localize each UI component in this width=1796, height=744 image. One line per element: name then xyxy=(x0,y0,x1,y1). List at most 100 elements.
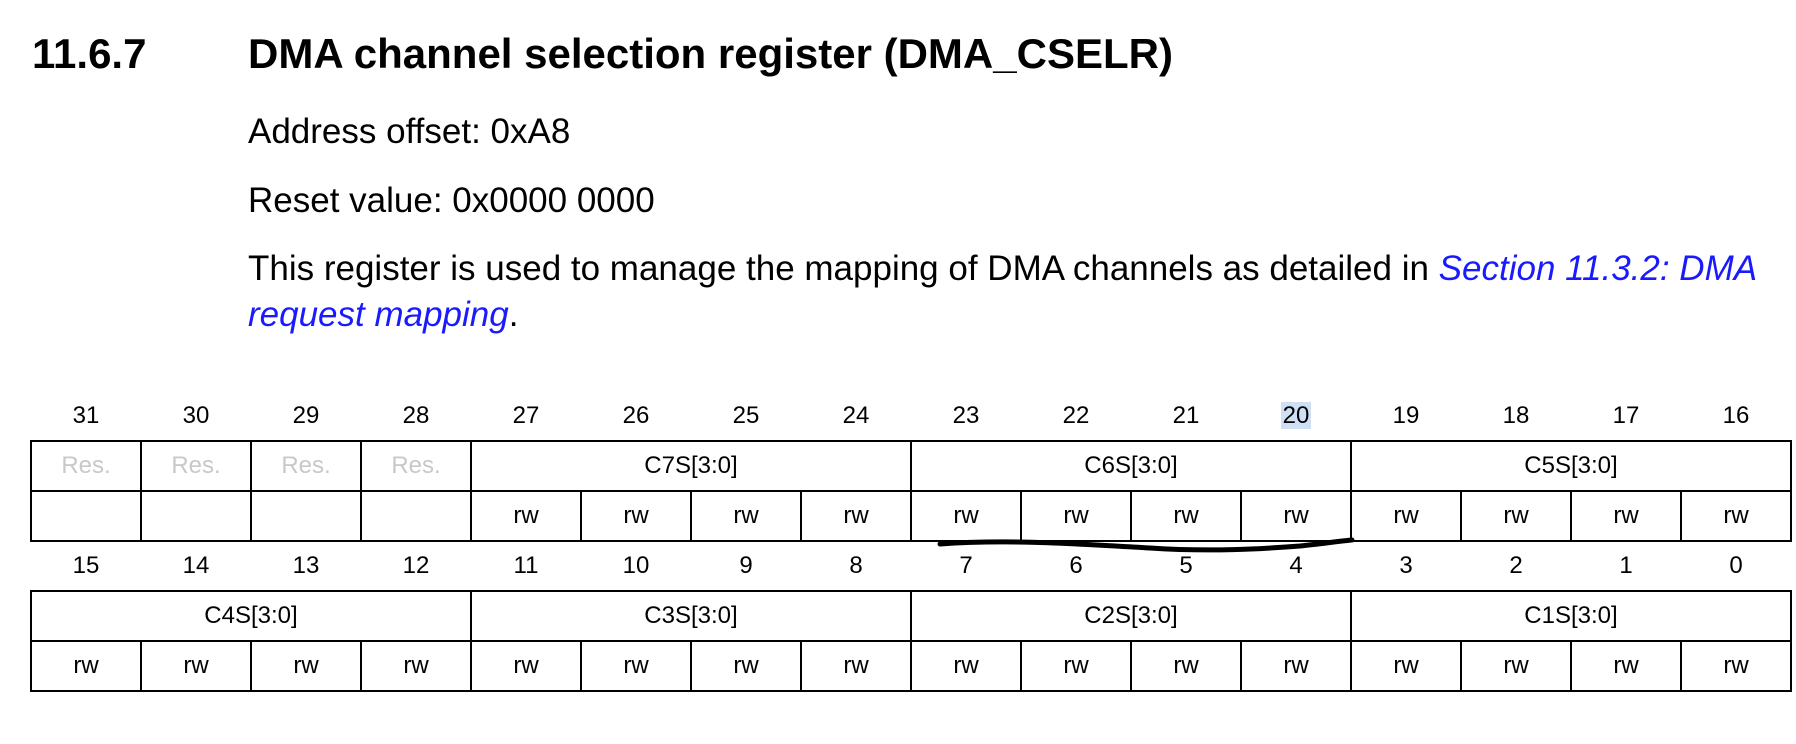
bit-number-29: 29 xyxy=(251,391,361,441)
bit-number-15: 15 xyxy=(31,541,141,591)
bit-number-label: 27 xyxy=(512,401,540,429)
bit-number-21: 21 xyxy=(1131,391,1241,441)
access-cell-bit-16: rw xyxy=(1680,490,1792,542)
bit-number-label: 21 xyxy=(1172,401,1200,429)
bit-number-13: 13 xyxy=(251,541,361,591)
access-cell-bit-1: rw xyxy=(1570,640,1682,692)
access-cell-bit-21: rw xyxy=(1130,490,1242,542)
access-cell-bit-23: rw xyxy=(910,490,1022,542)
register-description: This register is used to manage the mapp… xyxy=(248,246,1793,338)
bit-number-label: 12 xyxy=(402,551,430,579)
bit-number-25: 25 xyxy=(691,391,801,441)
address-offset: Address offset: 0xA8 xyxy=(248,112,571,151)
bit-number-19: 19 xyxy=(1351,391,1461,441)
access-cell-bit-6: rw xyxy=(1020,640,1132,692)
bit-number-4: 4 xyxy=(1241,541,1351,591)
access-cell-bit-30 xyxy=(140,490,252,542)
bit-number-label: 1 xyxy=(1619,551,1633,579)
access-cell-bit-8: rw xyxy=(800,640,912,692)
bit-number-5: 5 xyxy=(1131,541,1241,591)
bit-number-24: 24 xyxy=(801,391,911,441)
field-row: Res.Res.Res.Res.C7S[3:0]C6S[3:0]C5S[3:0] xyxy=(30,440,1792,492)
bit-number-label: 7 xyxy=(959,551,973,579)
bit-number-label: 0 xyxy=(1729,551,1743,579)
bit-number-label: 10 xyxy=(622,551,650,579)
bit-number-label: 29 xyxy=(292,401,320,429)
access-cell-bit-7: rw xyxy=(910,640,1022,692)
bit-number-16: 16 xyxy=(1681,391,1791,441)
bit-number-20: 20 xyxy=(1241,391,1351,441)
bit-number-label: 22 xyxy=(1062,401,1090,429)
access-cell-bit-29 xyxy=(250,490,362,542)
bit-number-label: 17 xyxy=(1612,401,1640,429)
bit-number-14: 14 xyxy=(141,541,251,591)
field-c5s-3-0: C5S[3:0] xyxy=(1350,440,1792,492)
bit-number-label: 19 xyxy=(1392,401,1420,429)
description-trailing: . xyxy=(508,295,519,334)
bit-number-8: 8 xyxy=(801,541,911,591)
bit-number-28: 28 xyxy=(361,391,471,441)
reserved-field: Res. xyxy=(30,440,142,492)
bit-number-label: 30 xyxy=(182,401,210,429)
bit-number-30: 30 xyxy=(141,391,251,441)
bit-number-3: 3 xyxy=(1351,541,1461,591)
bit-number-label: 24 xyxy=(842,401,870,429)
access-cell-bit-12: rw xyxy=(360,640,472,692)
access-cell-bit-0: rw xyxy=(1680,640,1792,692)
access-cell-bit-24: rw xyxy=(800,490,912,542)
bit-number-22: 22 xyxy=(1021,391,1131,441)
bit-number-10: 10 xyxy=(581,541,691,591)
bit-number-label: 15 xyxy=(72,551,100,579)
bit-number-label: 26 xyxy=(622,401,650,429)
bit-number-label: 16 xyxy=(1722,401,1750,429)
field-c1s-3-0: C1S[3:0] xyxy=(1350,590,1792,642)
bit-number-26: 26 xyxy=(581,391,691,441)
access-cell-bit-28 xyxy=(360,490,472,542)
bit-number-2: 2 xyxy=(1461,541,1571,591)
access-cell-bit-3: rw xyxy=(1350,640,1462,692)
bit-number-label: 20 xyxy=(1280,401,1312,429)
bit-number-label: 28 xyxy=(402,401,430,429)
bit-number-17: 17 xyxy=(1571,391,1681,441)
bit-number-row: 31 30 29 28 27 26 25 24 23 22 21 20 19 18 17 16 xyxy=(31,391,1791,441)
access-cell-bit-4: rw xyxy=(1240,640,1352,692)
field-c6s-3-0: C6S[3:0] xyxy=(910,440,1352,492)
bit-number-label: 5 xyxy=(1179,551,1193,579)
reserved-field: Res. xyxy=(360,440,472,492)
reset-value: Reset value: 0x0000 0000 xyxy=(248,181,655,220)
bit-number-label: 25 xyxy=(732,401,760,429)
bit-number-31: 31 xyxy=(31,391,141,441)
bit-number-18: 18 xyxy=(1461,391,1571,441)
bit-number-label: 23 xyxy=(952,401,980,429)
bit-number-label: 3 xyxy=(1399,551,1413,579)
access-cell-bit-2: rw xyxy=(1460,640,1572,692)
access-cell-bit-31 xyxy=(30,490,142,542)
access-cell-bit-15: rw xyxy=(30,640,142,692)
access-cell-bit-10: rw xyxy=(580,640,692,692)
bit-number-1: 1 xyxy=(1571,541,1681,591)
reserved-field: Res. xyxy=(140,440,252,492)
access-cell-bit-17: rw xyxy=(1570,490,1682,542)
bit-number-label: 8 xyxy=(849,551,863,579)
bit-number-11: 11 xyxy=(471,541,581,591)
access-cell-bit-13: rw xyxy=(250,640,362,692)
bit-number-12: 12 xyxy=(361,541,471,591)
bit-number-label: 6 xyxy=(1069,551,1083,579)
bit-number-label: 14 xyxy=(182,551,210,579)
bit-number-label: 4 xyxy=(1289,551,1303,579)
reserved-field: Res. xyxy=(250,440,362,492)
access-cell-bit-22: rw xyxy=(1020,490,1132,542)
bit-number-label: 11 xyxy=(513,551,539,579)
access-cell-bit-9: rw xyxy=(690,640,802,692)
bit-number-27: 27 xyxy=(471,391,581,441)
description-text: This register is used to manage the mapp… xyxy=(248,249,1439,288)
field-c4s-3-0: C4S[3:0] xyxy=(30,590,472,642)
bit-number-23: 23 xyxy=(911,391,1021,441)
field-row: C4S[3:0]C3S[3:0]C2S[3:0]C1S[3:0] xyxy=(30,590,1792,642)
bit-number-6: 6 xyxy=(1021,541,1131,591)
section-link[interactable]: Section 11.3.2: DMA request mapping xyxy=(248,249,1756,334)
